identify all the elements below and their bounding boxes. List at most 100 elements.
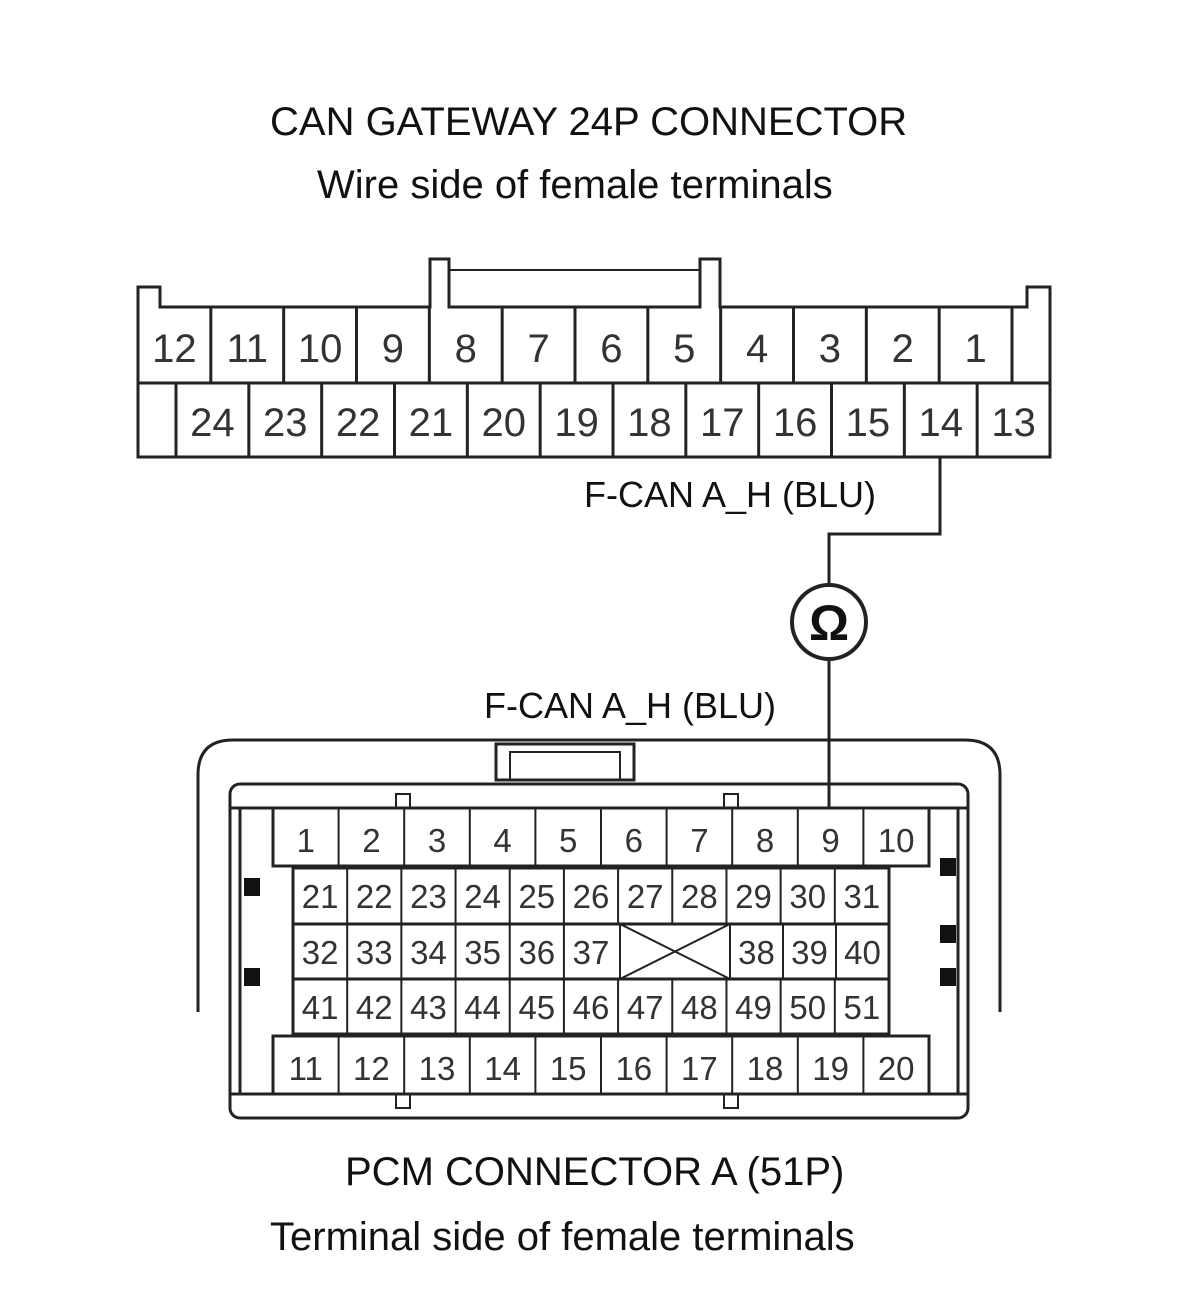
pcm-pin-38: 38 [738, 934, 775, 971]
pcm-cell-dividers [337, 808, 865, 1094]
pcm-blank-cross-2 [619, 923, 731, 980]
pcm-latch-left-lower [244, 968, 260, 986]
pcm-pin-45: 45 [518, 989, 555, 1026]
ohmmeter-icon: Ω [809, 595, 849, 651]
pcm-pin-25: 25 [518, 878, 555, 915]
gateway-top-row-dividers [209, 307, 941, 383]
pcm-latch-right-2 [940, 925, 956, 943]
gateway-pin-12: 12 [152, 327, 197, 371]
pcm-pin-12: 12 [353, 1050, 390, 1087]
wire-upper-segment [827, 457, 942, 584]
pcm-pin-28: 28 [681, 878, 718, 915]
gateway-pin-17: 17 [700, 401, 745, 445]
pcm-connector-subtitle: Terminal side of female terminals [270, 1215, 855, 1259]
pcm-pin-34: 34 [410, 934, 447, 971]
pcm-pin-30: 30 [789, 878, 826, 915]
gateway-pin-11: 11 [226, 327, 268, 371]
gateway-pin-15: 15 [846, 401, 891, 445]
pcm-pin-1: 1 [297, 822, 315, 859]
gateway-pin-2: 2 [892, 327, 914, 371]
pcm-pin-41: 41 [302, 989, 339, 1026]
gateway-pin-20: 20 [482, 401, 527, 445]
pcm-pin-49: 49 [735, 989, 772, 1026]
pcm-pin-51: 51 [844, 989, 881, 1026]
pcm-pin-23: 23 [410, 878, 447, 915]
gateway-housing-outline [136, 257, 1052, 459]
pcm-pin-31: 31 [844, 878, 881, 915]
pcm-inner-block [291, 866, 891, 1036]
pcm-pin-6: 6 [625, 822, 643, 859]
gateway-pin-3: 3 [819, 327, 841, 371]
gateway-pin-13: 13 [991, 401, 1036, 445]
pcm-pin-8: 8 [756, 822, 774, 859]
pcm-pin-18: 18 [747, 1050, 784, 1087]
gateway-connector-title: CAN GATEWAY 24P CONNECTOR [270, 100, 908, 144]
gateway-pin-9: 9 [382, 327, 404, 371]
pcm-latch-left-upper [244, 878, 260, 896]
pcm-pin-36: 36 [518, 934, 555, 971]
pcm-pin-4: 4 [493, 822, 511, 859]
pcm-pin-16: 16 [615, 1050, 652, 1087]
pcm-blank-cell [619, 923, 731, 980]
pcm-pin-2: 2 [362, 822, 380, 859]
gateway-pin-10: 10 [298, 327, 343, 371]
pcm-side-latches [244, 858, 956, 986]
pcm-key-bottom-left [395, 1093, 411, 1109]
pcm-key-bottom-right [723, 1093, 739, 1109]
pcm-lock-tab-inner [509, 751, 621, 781]
gateway-pin-4: 4 [746, 327, 768, 371]
gateway-pin-1: 1 [964, 327, 986, 371]
pcm-body-outline [228, 782, 970, 1120]
pcm-pin-44: 44 [464, 989, 501, 1026]
pcm-pin-14: 14 [484, 1050, 521, 1087]
pcm-key-top-left [395, 793, 411, 809]
pcm-lock-tab [494, 742, 636, 782]
gateway-pin-5: 5 [673, 327, 695, 371]
gateway-pin-21: 21 [409, 401, 454, 445]
wire-label-lower: F-CAN A_H (BLU) [484, 685, 776, 726]
pcm-pin-15: 15 [550, 1050, 587, 1087]
pcm-pin-17: 17 [681, 1050, 718, 1087]
pcm-pin-37: 37 [573, 934, 610, 971]
pcm-pin-43: 43 [410, 989, 447, 1026]
gateway-pin-23: 23 [263, 401, 308, 445]
pcm-pin-35: 35 [464, 934, 501, 971]
wire-label-upper: F-CAN A_H (BLU) [584, 474, 876, 515]
gateway-connector [136, 257, 1052, 459]
pcm-pin-24: 24 [464, 878, 501, 915]
pcm-pin-22: 22 [356, 878, 393, 915]
pcm-pin-3: 3 [428, 822, 446, 859]
pcm-pin-32: 32 [302, 934, 339, 971]
gateway-pin-14: 14 [919, 401, 964, 445]
gateway-pin-24: 24 [190, 401, 235, 445]
pcm-connector-title: PCM CONNECTOR A (51P) [345, 1150, 845, 1194]
gateway-pin-16: 16 [773, 401, 818, 445]
pcm-pin-19: 19 [812, 1050, 849, 1087]
pcm-pin-5: 5 [559, 822, 577, 859]
gateway-pin-18: 18 [627, 401, 672, 445]
gateway-connector-subtitle: Wire side of female terminals [317, 163, 833, 207]
pcm-outer-shroud [196, 738, 1002, 1012]
pcm-pin-21: 21 [302, 878, 339, 915]
gateway-bottom-row-labels: 24 23 22 21 20 19 18 17 16 15 14 13 [190, 401, 1036, 445]
pcm-pin-40: 40 [844, 934, 881, 971]
pcm-pin-26: 26 [573, 878, 610, 915]
pcm-pin-13: 13 [419, 1050, 456, 1087]
gateway-pin-19: 19 [554, 401, 599, 445]
pcm-pin-50: 50 [789, 989, 826, 1026]
pcm-latch-right-3 [940, 968, 956, 986]
pcm-pin-20: 20 [878, 1050, 915, 1087]
pcm-pin-39: 39 [791, 934, 828, 971]
pcm-pin-33: 33 [356, 934, 393, 971]
ohmmeter-circle [790, 583, 868, 661]
pcm-pin-10: 10 [878, 822, 915, 859]
gateway-pin-6: 6 [600, 327, 622, 371]
gateway-pin-22: 22 [336, 401, 381, 445]
pcm-latch-right-1 [940, 858, 956, 876]
pcm-pin-7: 7 [690, 822, 708, 859]
gateway-pin-8: 8 [455, 327, 477, 371]
